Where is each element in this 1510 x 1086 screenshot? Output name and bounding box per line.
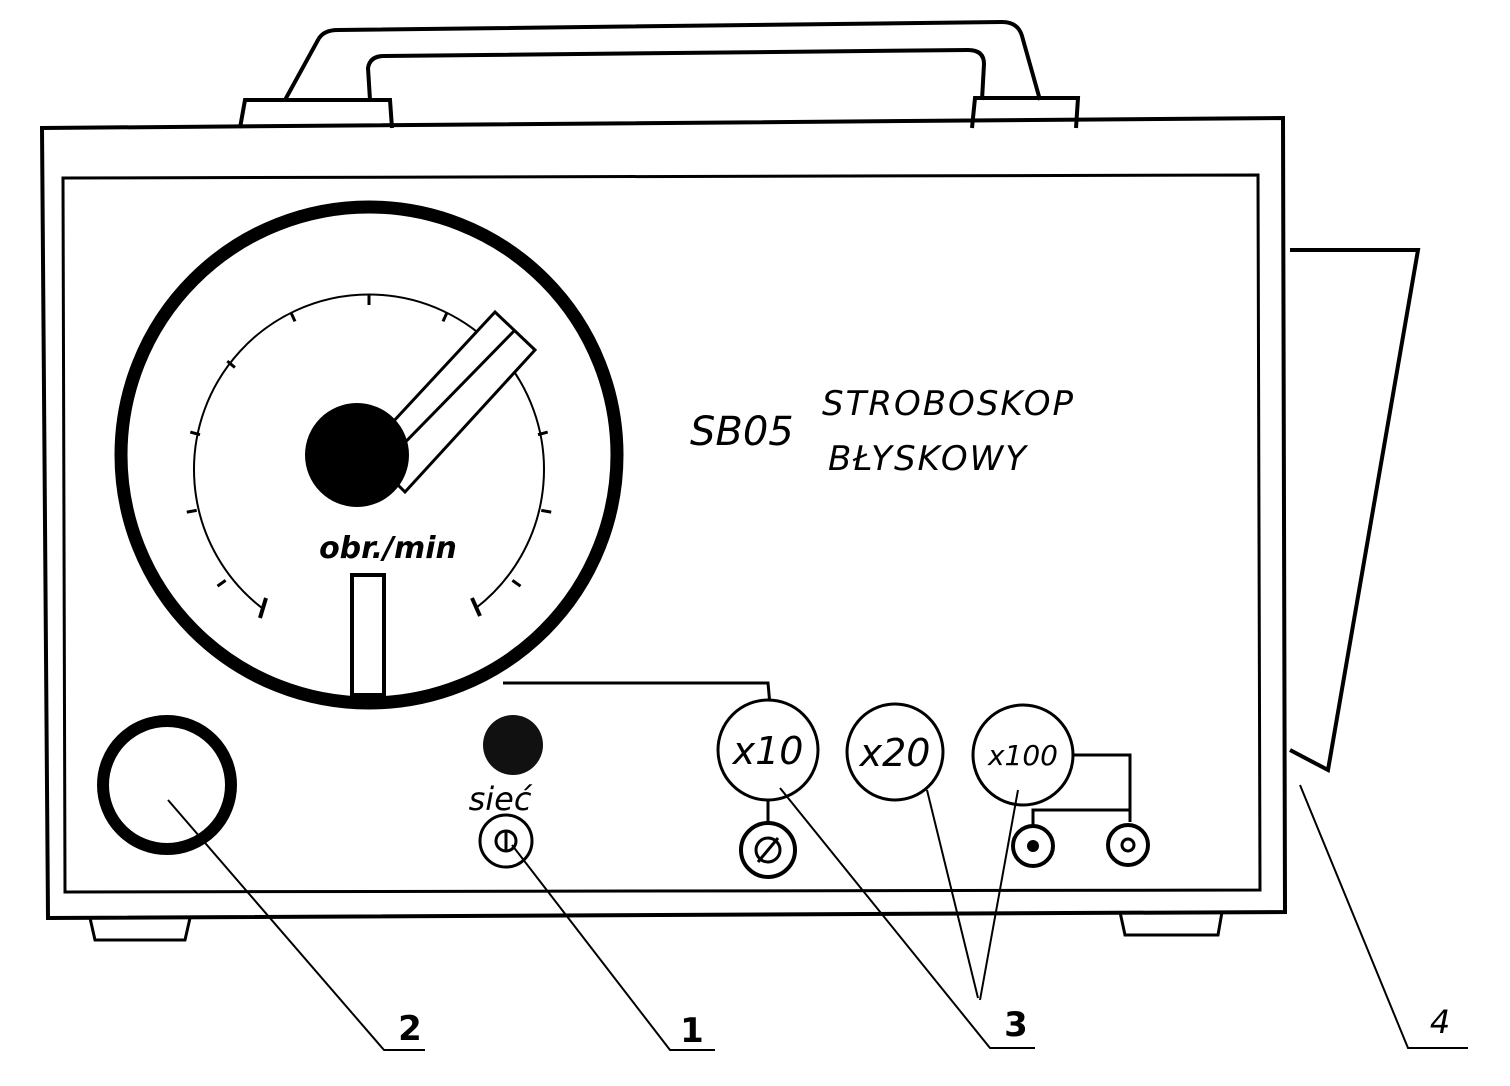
dial-connector-wire: [503, 681, 772, 706]
callout-leader-3a: [779, 787, 1035, 1049]
model-label: SB05: [690, 409, 794, 455]
range-button-x10-label: x10: [732, 729, 804, 773]
callout-leader-4: [1299, 784, 1468, 1049]
callout-leader-2: [167, 799, 425, 1051]
dial-tick: [441, 311, 449, 323]
callout-leaders: [167, 784, 1468, 1051]
tachometer-dial: obr./min: [114, 200, 624, 710]
range-indicator-x100-off: [1106, 823, 1150, 867]
power-section: sieć: [469, 715, 543, 869]
dial-end-marks: [258, 597, 482, 619]
range-button-x20-label: x20: [859, 731, 931, 775]
dial-tick: [541, 508, 552, 514]
nameplate: SB05 STROBOSKOP BŁYSKOWY: [690, 384, 1075, 479]
callout-number-3: 3: [1004, 1005, 1028, 1045]
title-line-1: STROBOSKOP: [822, 384, 1075, 424]
callout-number-4: 4: [1430, 1003, 1450, 1041]
callout-leader-1: [511, 844, 715, 1051]
dial-tick: [189, 430, 201, 437]
title-line-2: BŁYSKOWY: [828, 439, 1028, 479]
callout-leader-3b: [926, 789, 979, 999]
range-button-x20[interactable]: x20: [845, 702, 945, 802]
dial-tick: [216, 579, 227, 588]
dial-tick: [226, 359, 236, 369]
range-indicator-x10: [739, 821, 797, 879]
callout-numbers: 2 1 3 4: [398, 1003, 1450, 1051]
callout-number-2: 2: [398, 1009, 422, 1049]
dial-tick: [289, 311, 297, 323]
power-label: sieć: [469, 780, 533, 818]
callout-number-1: 1: [680, 1011, 704, 1051]
dial-unit-label: obr./min: [319, 531, 457, 566]
callout-leader-3c: [979, 789, 1019, 1001]
dial-scale-arc: [193, 293, 545, 609]
range-button-x10[interactable]: x10: [716, 698, 820, 802]
dial-tick: [186, 508, 197, 514]
range-controls: x10 x20 x100: [503, 681, 1150, 879]
dial-tick: [537, 430, 549, 437]
dial-knob[interactable]: [305, 403, 409, 507]
range-button-x100[interactable]: x100: [971, 703, 1075, 807]
range-indicator-x100-on: [1011, 824, 1055, 868]
dial-window: [350, 573, 386, 697]
power-indicator-lamp: [483, 715, 543, 775]
carrying-handle: [238, 19, 1081, 129]
flash-lens: [97, 715, 237, 855]
housing: [39, 115, 1288, 942]
dial-tick: [511, 579, 522, 588]
range-button-x100-label: x100: [987, 739, 1058, 772]
side-lamp: [1289, 248, 1421, 774]
